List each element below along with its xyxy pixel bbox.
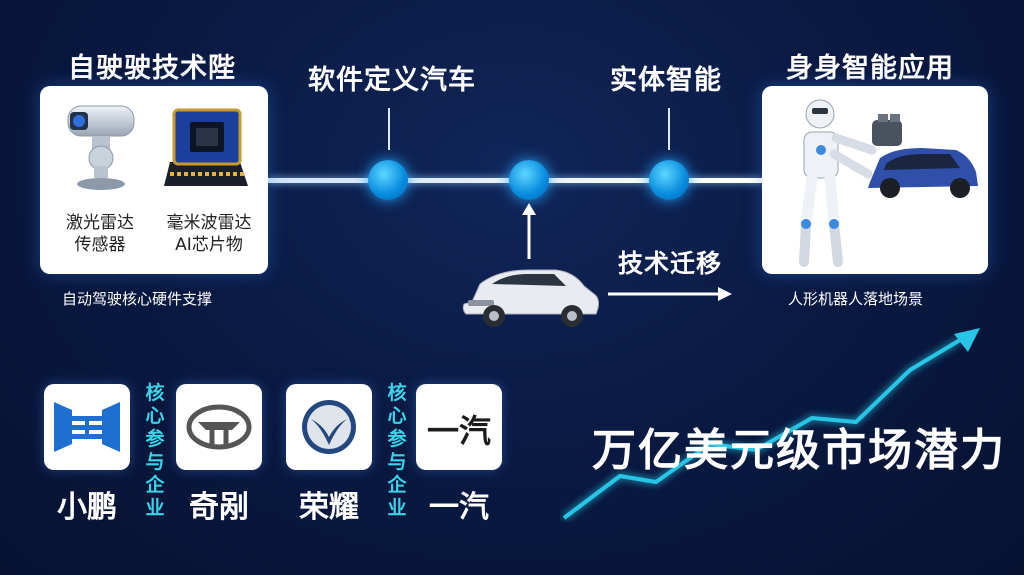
up-arrow-icon: [522, 203, 536, 259]
hardware-card: 激光雷达 传感器 毫米波雷达 AI芯片物: [40, 86, 268, 274]
software-defined-car-label: 软件定义汽车: [308, 65, 476, 96]
market-potential-slogan: 万亿美元级市场潜力: [592, 425, 1006, 476]
physical-intelligence-label: 实体智能: [610, 65, 722, 96]
xpeng-logo-icon: [54, 402, 120, 452]
faw-logo-box: 一汽: [416, 384, 502, 470]
autonomous-tech-title: 自驶驶技术陛: [68, 53, 236, 84]
faw-logo-text: 一汽: [426, 412, 491, 450]
dongfeng-logo-box: [286, 384, 372, 470]
core-participants-label-2: 核心参与企业: [387, 382, 407, 519]
timeline-tick-1: [388, 108, 390, 150]
timeline-node-3: [649, 160, 689, 200]
robot-scene-caption: 人形机器人落地场景: [788, 290, 924, 308]
lidar-label: 激光雷达 传感器: [66, 213, 134, 255]
chery-logo-box: [176, 384, 262, 470]
brand-chery: 奇剐: [189, 490, 249, 525]
tech-transfer-label: 技术迁移: [618, 249, 723, 278]
xpeng-logo-box: [44, 384, 130, 470]
timeline-tick-2: [668, 108, 670, 150]
hardware-caption: 自动驾驶核心硬件支撑: [62, 290, 213, 308]
robot-scene-card: [762, 86, 988, 274]
brand-xpeng: 小鹏: [57, 490, 117, 525]
timeline-node-1: [368, 160, 408, 200]
lidar-sensor-icon: [67, 105, 135, 190]
growth-arrow-icon: [562, 328, 980, 520]
brand-rongyao: 荣耀: [299, 490, 359, 525]
suv-car-icon: [462, 269, 599, 327]
humanoid-robot-icon: [799, 99, 978, 267]
timeline-node-2: [509, 160, 549, 200]
core-participants-label-1: 核心参与企业: [145, 382, 165, 519]
brand-faw: 一汽: [429, 490, 489, 525]
chery-logo-icon: [186, 404, 252, 450]
radar-chip-label: 毫米波雷达 AI芯片物: [166, 213, 252, 255]
dongfeng-logo-icon: [302, 400, 356, 454]
radar-chip-icon: [164, 108, 248, 186]
right-arrow-icon: [608, 287, 732, 301]
embodied-ai-title: 身身智能应用: [786, 53, 954, 84]
